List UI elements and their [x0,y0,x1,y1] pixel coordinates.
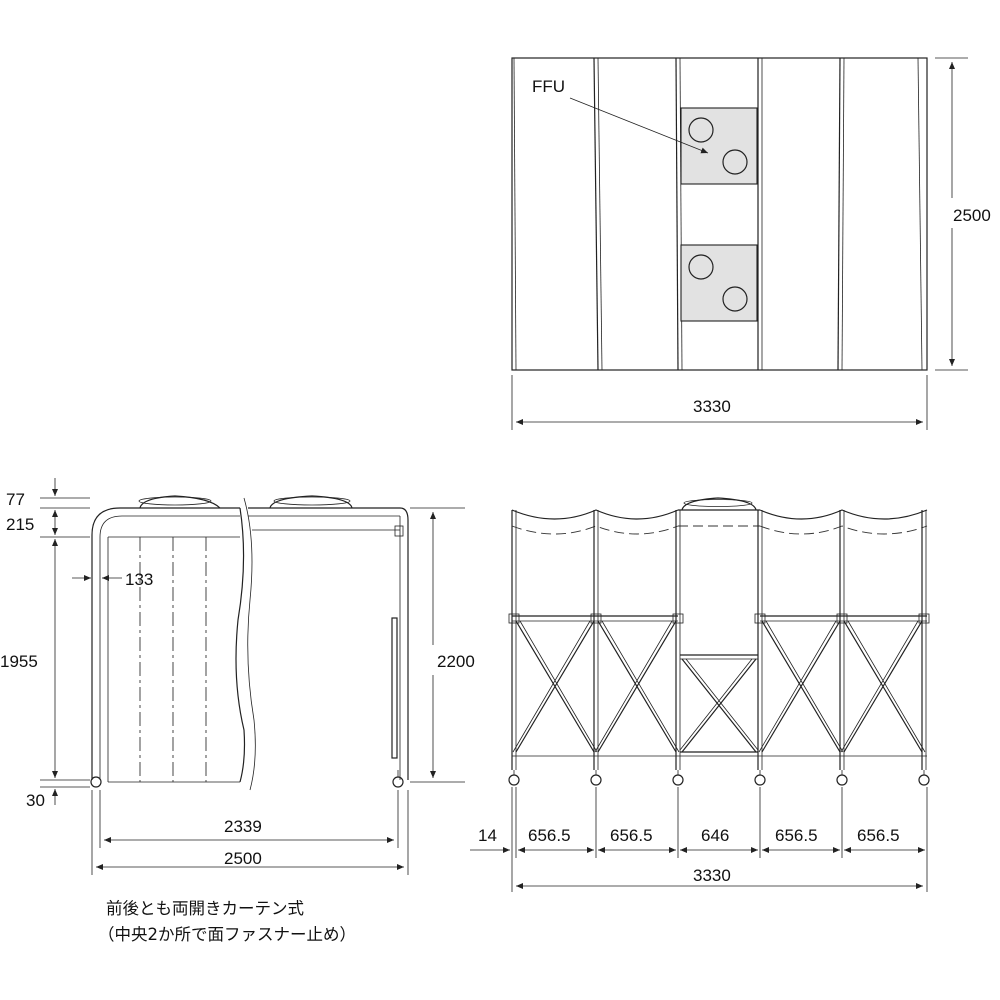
dim-77: 77 [6,490,25,509]
dim-215: 215 [6,515,34,534]
dim-14: 14 [478,826,497,845]
side-caster-left [90,776,102,788]
side-frame-right [399,507,409,780]
notes: 前後とも両開きカーテン式 （中央2か所で面ファスナー止め） [98,899,356,944]
top-view-outline [511,57,928,371]
dim-2500-top: 2500 [953,206,991,225]
side-curtain [107,497,256,791]
dim-bay-2: 656.5 [610,826,653,845]
dim-3330-top: 3330 [693,397,731,416]
top-view-panel-dividers [513,57,923,371]
dim-1955: 1955 [0,652,38,671]
dim-2339: 2339 [224,817,262,836]
dim-bay-3: 646 [701,826,729,845]
ffu-unit-1 [680,107,758,185]
side-view: 77 215 1955 30 133 2200 2339 2500 [0,478,488,875]
front-joints [508,613,930,624]
side-frame-left [91,507,240,780]
side-door-handle [391,617,398,759]
front-scissor-bracing [512,620,926,753]
front-center-bay [679,654,759,753]
dim-30: 30 [26,791,45,810]
ffu-label: FFU [532,77,565,96]
side-ffu-bump-2 [269,495,353,509]
dim-bay-4: 656.5 [775,826,818,845]
front-ffu-bump [681,497,757,511]
top-view: FFU 2500 3330 [511,57,1000,430]
dim-2500-side: 2500 [224,849,262,868]
side-caster-right [392,776,404,788]
front-view: 14 656.5 656.5 646 656.5 656.5 3330 [470,497,930,892]
note-line-1: 前後とも両開きカーテン式 [106,899,304,918]
dim-3330-front: 3330 [693,866,731,885]
ffu-unit-2 [680,244,758,322]
ffu-leader-line [569,97,709,154]
dim-133: 133 [125,570,153,589]
dim-2200: 2200 [437,652,475,671]
dim-bay-1: 656.5 [528,826,571,845]
note-line-2: （中央2か所で面ファスナー止め） [98,925,356,944]
front-posts [511,510,927,770]
dim-bay-5: 656.5 [857,826,900,845]
front-casters [508,770,930,786]
